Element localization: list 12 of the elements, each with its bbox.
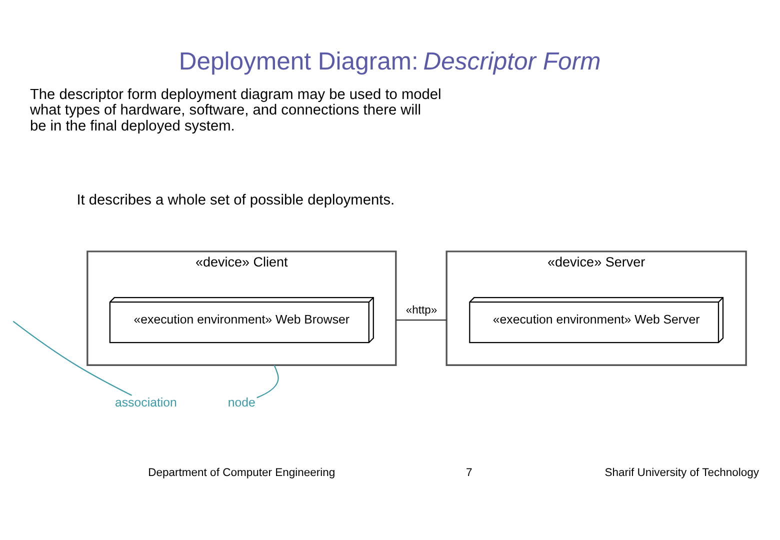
label: It describes a whole set of possible deployments.	[76, 192, 395, 209]
node-text: node	[228, 396, 256, 410]
label: Sharif University of Technology	[604, 467, 760, 480]
edge-label: «http»	[406, 304, 438, 316]
connector	[396, 320, 447, 321]
diagram-title: Deployment Diagram: Descriptor Form	[178, 48, 601, 76]
label: Department of Computer Engineering	[148, 467, 336, 480]
connector	[12, 320, 132, 396]
label: 7	[466, 467, 472, 480]
connector	[256, 364, 279, 398]
label: The descriptor form deployment diagram may be used to model what types of hardware, software, and connections there will be in the final deployed system.	[30, 86, 442, 134]
node-text: association	[114, 396, 177, 410]
